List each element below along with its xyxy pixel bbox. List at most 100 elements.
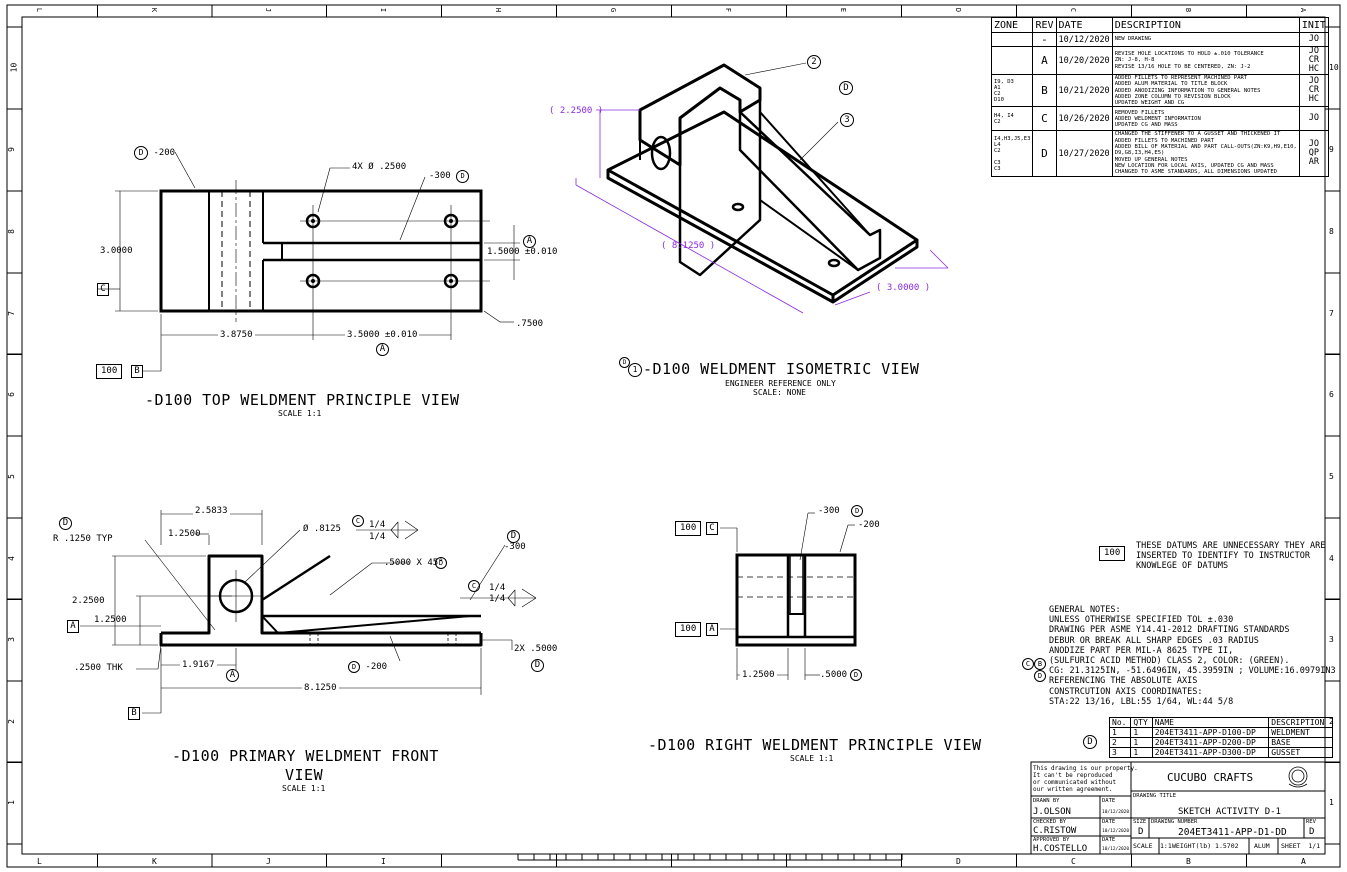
bom-cell: 1 — [1130, 747, 1153, 758]
callout-bubble: D — [851, 505, 864, 517]
right-datum-a: A — [706, 623, 718, 636]
weld-bubble-c: C — [352, 515, 364, 527]
bom-cell: 204ET3411-APP-D200-DP — [1151, 737, 1270, 748]
revision-description: ADDED FILLETS TO REPRESENT MACHINED PART… — [1111, 73, 1300, 108]
zone-col-label-bottom: B — [1186, 857, 1191, 866]
callout-bubble: D — [134, 146, 148, 160]
rev-value: D — [1309, 827, 1315, 837]
datum-b-box: B — [131, 365, 143, 378]
zone-col-label-top: B — [1184, 7, 1193, 13]
front-part-300: -300 — [504, 542, 526, 552]
zone-col-label-top: F — [724, 7, 733, 13]
left-width-dimension: 3.8750 — [218, 330, 255, 340]
zone-row-label-right: 2 — [1329, 717, 1334, 726]
iso-rev-bubble: D — [619, 357, 630, 368]
front-part-200: D -200 — [348, 661, 387, 673]
date-2: 10/12/2020 — [1102, 829, 1130, 834]
revision-description: NEW DRAWING — [1111, 32, 1300, 47]
balloon-2: 2 — [807, 55, 821, 69]
general-note-line: (SULFURIC ACID METHOD) CLASS 2, COLOR: (… — [1049, 656, 1290, 667]
callout-bubble: D — [348, 661, 360, 673]
revision-letter: D — [1032, 130, 1057, 177]
property-notice: This drawing is our property. It can't b… — [1033, 765, 1138, 793]
bom-header-cell: NAME — [1151, 717, 1270, 728]
revision-initials: JO — [1298, 32, 1329, 47]
zone-header: ZONE — [990, 17, 1034, 33]
revision-initials: JO CR HC — [1298, 46, 1329, 75]
top-view-title: -D100 TOP WELDMENT PRINCIPLE VIEW — [145, 391, 460, 409]
zone-row-label-left: 3 — [6, 637, 16, 642]
general-note-line: UNLESS OTHERWISE SPECIFIED TOL ±.030 — [1049, 615, 1234, 626]
bom-header-cell: No. — [1108, 717, 1132, 728]
top-view-part-callout: D -200 — [134, 146, 175, 160]
zone-col-label-bottom: L — [37, 857, 42, 866]
date-1: 10/12/2020 — [1102, 810, 1130, 815]
front-height-2: 1.2500 — [94, 615, 127, 625]
front-view-scale: SCALE 1:1 — [282, 784, 326, 793]
zone-row-label-right: 1 — [1329, 798, 1334, 807]
right-part-200: -200 — [858, 520, 880, 530]
zone-col-label-top: C — [1069, 7, 1078, 13]
zone-col-label-bottom: D — [956, 857, 961, 866]
bom-cell: 1 — [1130, 737, 1153, 748]
revision-zone — [990, 32, 1034, 47]
rev-header: REV — [1032, 17, 1057, 33]
zone-col-label-top: G — [609, 7, 618, 13]
iso-view-bubble: 1 — [628, 363, 642, 377]
ref-bubble-d: D — [1034, 670, 1046, 682]
slot-dimension: 1.5000 ±0.010 — [487, 247, 558, 257]
front-view-title-1: -D100 PRIMARY WELDMENT FRONT — [172, 747, 439, 765]
company-name: CUCUBO CRAFTS — [1167, 771, 1254, 784]
bom-cell: 204ET3411-APP-D300-DP — [1151, 747, 1270, 758]
bom-cell: 3 — [1108, 747, 1132, 758]
cg-bubble-c: C — [1022, 658, 1034, 670]
bom-cell: 1 — [1108, 727, 1132, 738]
general-note-line: CG: 21.3125IN, -51.6496IN, 45.3959IN ; V… — [1049, 666, 1336, 677]
weld-size-top: 1/4 — [369, 520, 386, 530]
bom-rev-bubble: D — [1083, 735, 1097, 749]
iso-length-dim: ( 8.1250 ) — [661, 241, 716, 251]
bom-cell: 204ET3411-APP-D100-DP — [1151, 727, 1270, 738]
zone-col-label-top: E — [839, 7, 848, 13]
thickness-dimension: .2500 THK — [74, 663, 123, 673]
zone-col-label-top: J — [264, 7, 273, 13]
revision-letter: A — [1032, 46, 1057, 75]
front-view-title-2: VIEW — [285, 766, 324, 784]
part-number-label: -300 — [429, 171, 451, 181]
bom-header-cell: QTY — [1130, 717, 1153, 728]
balloon-3: 3 — [840, 113, 854, 127]
hole-diameter: Ø .8125 — [303, 524, 341, 534]
datum-note-flag: 100 — [1099, 546, 1126, 561]
date-header: DATE — [1055, 17, 1113, 33]
bom-cell: 2 — [1108, 737, 1132, 748]
revision-initials: JO QP AR — [1298, 130, 1329, 177]
zone-col-label-bottom: K — [152, 857, 157, 866]
front-300-bubble: D — [507, 530, 520, 543]
zone-col-label-bottom: C — [1071, 857, 1076, 866]
front-height-1: 2.2500 — [72, 596, 105, 606]
part-number-label: -200 — [365, 662, 388, 672]
date-label-2: DATE — [1102, 819, 1116, 825]
drawing-number: 204ET3411-APP-D1-DD — [1178, 827, 1287, 838]
callout-part: -200 — [153, 148, 176, 158]
checked-by: C.RISTOW — [1033, 826, 1077, 836]
slot-2x-dimension: 2X .5000 — [514, 644, 558, 654]
front-view-geometry — [80, 510, 537, 714]
zone-row-label-left: 4 — [6, 556, 16, 561]
iso-view-note: ENGINEER REFERENCE ONLY — [725, 379, 836, 388]
revision-zone: I4,H3,J5,E3 L4 C2 C3 C3 — [990, 130, 1034, 177]
front-rev-bubble: D — [59, 517, 72, 530]
callout-bubble: D — [456, 170, 470, 183]
revision-description: CHANGED THE STIFFENER TO A GUSSET AND TH… — [1111, 130, 1300, 177]
revision-letter: - — [1032, 32, 1057, 47]
right-part-300: -300 D — [818, 505, 864, 517]
zone-row-label-right: 7 — [1329, 309, 1334, 318]
